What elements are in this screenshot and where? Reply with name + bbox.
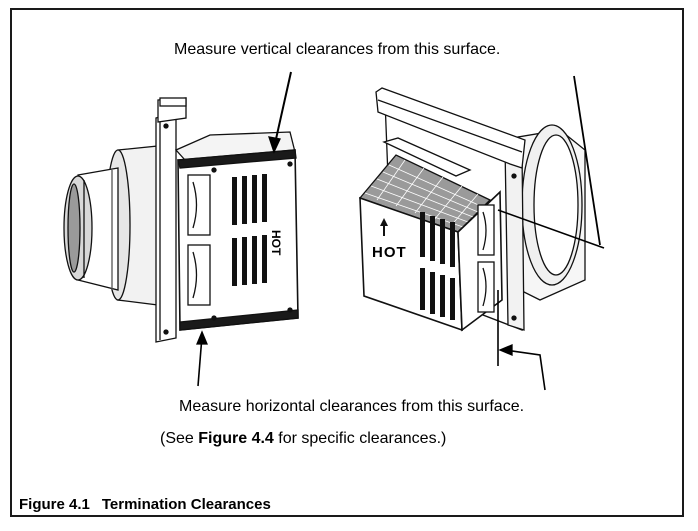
horizontal-clearance-annotation: Measure horizontal clearances from this … bbox=[179, 398, 525, 415]
figure-number: Figure 4.1 bbox=[19, 496, 90, 513]
hot-warning-label-right: HOT bbox=[372, 244, 407, 261]
right-horizontal-leader bbox=[504, 349, 546, 391]
right-louver-slots bbox=[420, 212, 455, 320]
left-vertical-arrowhead bbox=[268, 136, 281, 154]
right-horizontal-arrowhead bbox=[498, 344, 513, 356]
figure-title: Termination Clearances bbox=[101, 496, 271, 513]
right-top-rail bbox=[375, 87, 526, 169]
see-figure-reference: Figure 4.4 bbox=[198, 430, 274, 447]
right-hood bbox=[358, 137, 503, 332]
figure-frame bbox=[10, 8, 684, 517]
see-reference-note: (See Figure 4.4 for specific clearances.… bbox=[160, 430, 446, 448]
left-louver-slots bbox=[232, 174, 267, 286]
vertical-clearance-annotation: Measure vertical clearances from this su… bbox=[174, 41, 501, 58]
see-prefix: (See bbox=[160, 430, 199, 447]
right-termination bbox=[358, 75, 605, 391]
see-suffix: for specific clearances.) bbox=[273, 430, 447, 447]
hot-warning-label-left: HOT bbox=[269, 230, 283, 256]
right-vertical-leader bbox=[573, 75, 601, 246]
left-vent-pipe bbox=[63, 145, 159, 306]
left-termination bbox=[63, 71, 299, 387]
right-mesh bbox=[364, 159, 484, 228]
left-horizontal-arrowhead bbox=[196, 330, 208, 345]
left-wall-plate bbox=[155, 97, 187, 343]
left-vertical-leader bbox=[273, 71, 292, 149]
left-hood bbox=[177, 149, 299, 331]
figure-caption: Figure 4.1 Termination Clearances bbox=[19, 496, 271, 513]
